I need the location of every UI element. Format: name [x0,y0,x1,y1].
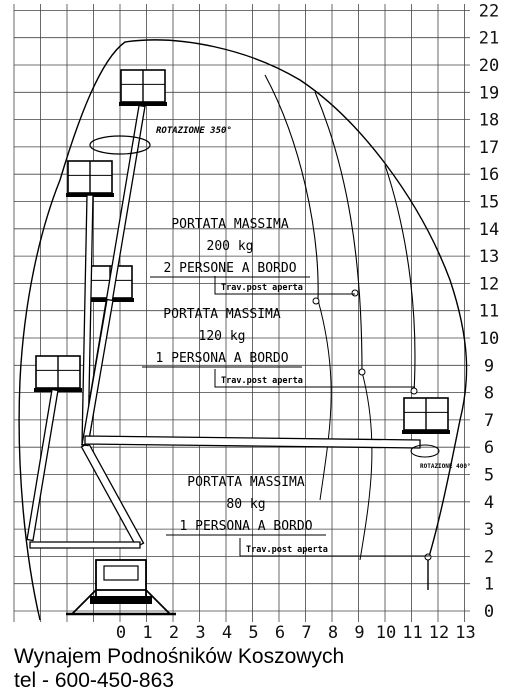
basket-upper-left [66,160,114,197]
reach-point-marker [424,553,432,561]
envelope-outline [18,39,468,621]
outriggers [71,589,171,615]
zone-mid: PORTATA MASSIMA 120 kg 1 PERSONA A BORDO Tr… [142,307,415,388]
travel-marker-line [214,276,355,295]
y-axis-label: 15 [479,193,499,213]
basket-lower-left [34,355,82,392]
y-axis-label: 11 [479,302,499,322]
basket-top [119,69,167,106]
travel-marker-line [214,369,415,388]
x-axis-label: 3 [195,623,205,640]
zone-labels: PORTATA MASSIMA 200 kg 2 PERSONE A BORDO Tr… [142,126,471,557]
x-axis-label: 12 [429,623,449,640]
y-axis-label: 14 [479,220,499,240]
x-axis-label: 0 [116,623,126,640]
x-axis-label: 2 [169,623,179,640]
rotation-ellipse-small [410,444,440,458]
y-axis-label: 3 [484,520,494,540]
reach-arc [314,91,363,373]
y-axis-label: 9 [484,356,494,376]
x-axis-label: 11 [402,623,422,640]
x-axis-label: 8 [328,623,338,640]
y-axis-label: 2 [484,547,494,567]
travel-marker-line [239,538,430,557]
y-axis-label: 8 [484,384,494,404]
travel-label: Trav.post aperta [221,283,303,293]
x-axis-label: 9 [354,623,364,640]
base-arm [29,541,141,549]
lower-boom [80,442,145,548]
y-axis-label: 0 [484,602,494,622]
y-axis-label: 7 [484,411,494,431]
y-axis-label: 13 [479,247,499,267]
basket-floor [402,430,450,434]
zone-low: PORTATA MASSIMA 80 kg 1 PERSONA A BORDO Tra… [166,475,430,557]
y-axis-label: 16 [479,165,499,185]
reach-arc [359,371,373,561]
y-axis-label: 22 [479,1,499,21]
reach-point-marker [351,289,359,297]
upper-boom-middle [81,298,114,447]
rotation-label: ROTAZIONE 350° [156,126,232,136]
zone-text-line: 80 kg [226,497,265,512]
zone-text-line: PORTATA MASSIMA [187,475,305,490]
reach-arc [384,164,416,393]
x-axis-label: 7 [301,623,311,640]
basket-right [402,397,450,434]
rotation-label-small: ROTAZIONE 400° [420,463,471,470]
truck-bumper [90,596,152,604]
zone-text-line: 2 PERSONE A BORDO [163,261,296,276]
zone-text-line: 1 PERSONA A BORDO [155,351,288,366]
y-axis-label: 10 [479,329,499,349]
upper-boom-low [26,388,59,542]
zone-text-line: 1 PERSONA A BORDO [179,519,312,534]
travel-label: Trav.post aperta [246,545,328,555]
upper-boom-horizontal [84,435,421,449]
travel-label: Trav.post aperta [221,376,303,386]
grid [13,4,470,622]
x-axis-label: 1 [142,623,152,640]
zone-high: PORTATA MASSIMA 200 kg 2 PERSONE A BORDO Tr… [150,217,355,295]
caption-phone: tel - 600-450-863 [14,669,174,692]
zone-text-line: 200 kg [207,239,254,254]
x-axis-label: 4 [222,623,232,640]
y-axis-label: 17 [479,138,499,158]
truck [66,559,176,616]
caption-company-name: Wynajem Podnośników Koszowych [14,645,345,668]
y-axis-label: 4 [484,493,494,513]
reach-point-marker [410,387,418,395]
y-axis-label: 5 [484,466,494,486]
truck-window [103,565,139,581]
x-axis-label: 6 [275,623,285,640]
x-axis-label: 13 [455,623,475,640]
aerial-platform-drawing [26,69,450,616]
y-axis-label: 19 [479,83,499,103]
reach-point-marker [312,297,320,305]
rotation-ellipse [89,135,151,155]
working-envelope [18,39,468,621]
x-axis-label: 10 [376,623,396,640]
reach-point-marker [358,368,366,376]
zone-text-line: PORTATA MASSIMA [163,307,281,322]
y-axis-label: 20 [479,56,499,76]
x-axis-label: 5 [248,623,258,640]
y-axis-label: 21 [479,29,499,49]
y-axis-label: 1 [484,575,494,595]
zone-text-line: 120 kg [199,329,246,344]
y-axis-label: 12 [479,274,499,294]
reach-arc [317,299,332,501]
working-range-diagram: PORTATA MASSIMA 200 kg 2 PERSONE A BORDO Tr… [13,1,499,640]
y-axis-label: 18 [479,111,499,131]
basket-floor [119,102,167,106]
reach-arc [264,74,319,301]
y-axis-label: 6 [484,438,494,458]
zone-text-line: PORTATA MASSIMA [171,217,289,232]
